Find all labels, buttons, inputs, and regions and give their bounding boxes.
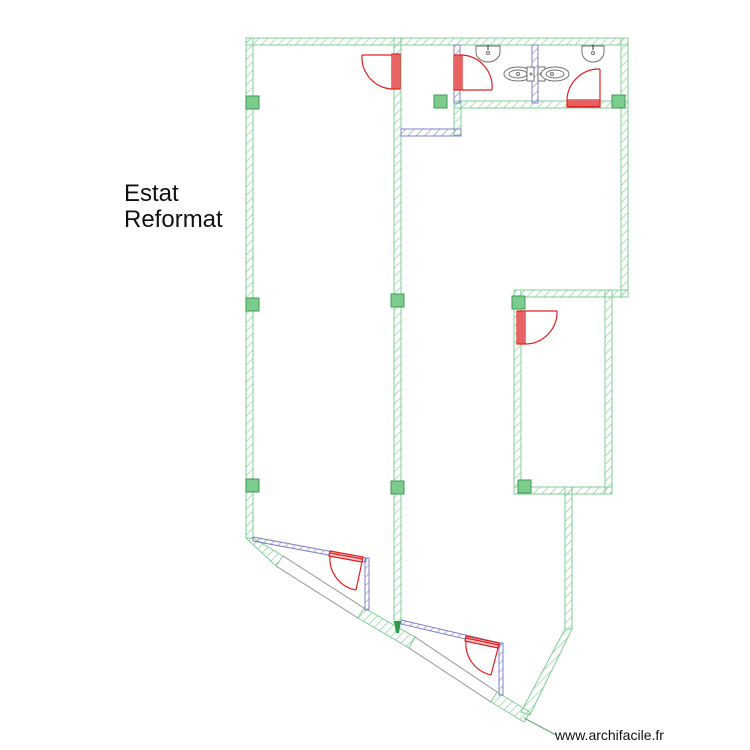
pillar	[611, 94, 626, 109]
partition-closet-bottom	[400, 128, 462, 137]
partition-lower-left-vertical	[364, 557, 370, 611]
wall-diagonal-right	[520, 628, 573, 716]
wall-central	[393, 37, 402, 624]
window-left-inner	[282, 555, 365, 609]
door-central-top	[361, 53, 401, 90]
pillar	[245, 95, 260, 110]
door-lower-right	[464, 635, 500, 676]
watermark-leader	[523, 717, 557, 736]
door-wc-left	[453, 54, 493, 91]
window-right-inner	[414, 636, 498, 693]
wall-small-room-bottom	[513, 486, 613, 495]
pillar	[245, 297, 260, 312]
washbasin-icon	[475, 45, 501, 63]
watermark-link[interactable]: www.archifacile.fr	[555, 727, 664, 743]
windows	[275, 555, 498, 703]
doors	[328, 53, 601, 676]
plan-title-line-1: Estat	[124, 180, 179, 207]
washbasin-icon	[581, 45, 605, 63]
toilet-icon	[537, 66, 570, 82]
pillar	[433, 94, 448, 109]
door-small-room	[516, 310, 558, 345]
fixtures	[475, 45, 605, 82]
toilet-icon	[503, 66, 535, 82]
wall-top	[245, 37, 629, 46]
pillar	[390, 293, 405, 308]
pillar	[245, 478, 260, 493]
pillar	[511, 295, 526, 310]
door-wc-right	[566, 68, 601, 108]
junction-marker	[394, 621, 401, 633]
partition-lower-right-vertical	[498, 642, 504, 696]
wall-left	[245, 37, 254, 539]
wall-wc-bottom	[453, 100, 629, 109]
door-lower-left	[328, 550, 364, 591]
wall-bottom-diagonal-mid	[357, 607, 416, 649]
walls	[244, 37, 629, 723]
pillar	[390, 480, 405, 495]
plan-title-line-2: Reformat	[124, 206, 223, 233]
wall-right-lower	[564, 486, 573, 630]
pillars	[245, 94, 626, 495]
wall-right-middle	[604, 289, 613, 495]
window-right-outer	[408, 647, 492, 703]
wall-right-upper	[620, 37, 629, 298]
wall-bottom-diagonal-right	[490, 691, 531, 723]
plan-title: Estat Reformat	[124, 181, 223, 233]
pillar	[517, 479, 532, 494]
window-left-outer	[275, 565, 359, 619]
